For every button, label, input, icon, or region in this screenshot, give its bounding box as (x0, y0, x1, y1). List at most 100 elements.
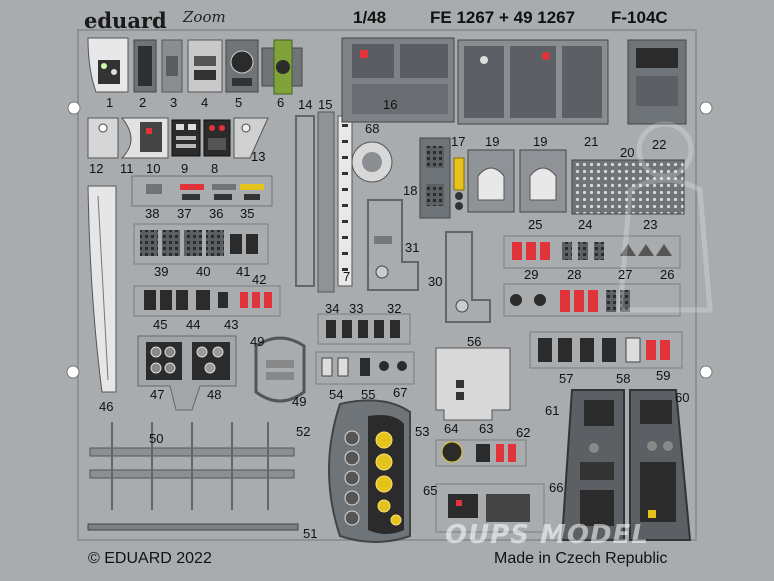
part-label: 26 (660, 267, 675, 282)
part-label: 42 (252, 272, 267, 287)
parts-54-55-67 (315, 351, 415, 385)
part-label: 25 (528, 217, 543, 232)
part-51 (87, 523, 299, 531)
part-label: 21 (584, 134, 599, 149)
part-label: 6 (277, 95, 285, 110)
part-8 (203, 119, 231, 157)
parts-19 (467, 149, 567, 213)
part-3 (161, 39, 183, 93)
part-label: 16 (383, 97, 398, 112)
part-label: 67 (393, 385, 408, 400)
watermark-figure (617, 121, 713, 313)
part-label: 55 (361, 387, 376, 402)
part-label: 62 (516, 425, 531, 440)
part-22 (627, 39, 687, 125)
part-label: 23 (643, 217, 658, 232)
parts-62-64 (435, 439, 527, 467)
part-6 (261, 39, 303, 95)
part-label: 15 (318, 97, 333, 112)
part-56 (435, 347, 511, 421)
part-31 (367, 199, 419, 291)
part-label: 4 (201, 95, 209, 110)
part-52-53-panel (328, 399, 411, 543)
part-label: 39 (154, 264, 169, 279)
part-2 (133, 39, 157, 93)
part-label: 13 (251, 149, 266, 164)
part-label: 35 (240, 206, 255, 221)
copyright-text: © EDUARD 2022 (88, 550, 212, 567)
parts-23-26 (503, 235, 681, 269)
part-label: 34 (325, 301, 340, 316)
part-12 (87, 117, 119, 159)
part-label: 32 (387, 301, 402, 316)
part-label: 56 (467, 334, 482, 349)
part-49 (254, 336, 306, 403)
part-label: 30 (428, 274, 443, 289)
part-label: 49 (292, 394, 307, 409)
series-logo-text: Zoom (183, 8, 226, 26)
origin-text: Made in Czech Republic (494, 550, 668, 567)
part-label: 18 (403, 183, 418, 198)
part-label: 9 (181, 161, 189, 176)
parts-14-15-7 (295, 111, 353, 293)
part-label: 1 (106, 95, 114, 110)
parts-17-18 (419, 137, 465, 219)
part-13 (233, 117, 269, 159)
part-68 (351, 141, 393, 183)
part-50 (89, 422, 295, 510)
part-label: 68 (365, 121, 380, 136)
part-label: 58 (616, 371, 631, 386)
parts-32-34 (317, 313, 411, 345)
parts-42-45 (133, 285, 281, 317)
part-label: 50 (149, 431, 164, 446)
part-label: 44 (186, 317, 201, 332)
parts-39-41 (133, 223, 269, 265)
part-label: 12 (89, 161, 104, 176)
part-label: 59 (656, 368, 671, 383)
part-label: 24 (578, 217, 593, 232)
part-label: 66 (549, 480, 564, 495)
part-label: 41 (236, 264, 251, 279)
scale-label: 1/48 (353, 8, 387, 27)
part-label: 54 (329, 387, 344, 402)
part-label: 60 (675, 390, 690, 405)
part-label: 36 (209, 206, 224, 221)
part-label: 48 (207, 387, 222, 402)
watermark-text: OUPS MODEL (445, 520, 649, 550)
part-label: 27 (618, 267, 633, 282)
part-1 (87, 37, 129, 93)
part-label: 5 (235, 95, 243, 110)
part-label: 19 (485, 134, 500, 149)
part-label: 45 (153, 317, 168, 332)
part-4 (187, 39, 223, 93)
part-label: 57 (559, 371, 574, 386)
part-label: 19 (533, 134, 548, 149)
brand-logo-text: eduard (84, 8, 167, 33)
part-10-11 (120, 117, 169, 159)
part-20 (571, 159, 685, 215)
part-label: 63 (479, 421, 494, 436)
part-label: 65 (423, 483, 438, 498)
parts-35-38 (131, 175, 273, 207)
part-label: 28 (567, 267, 582, 282)
product-codes: FE 1267 + 49 1267 (430, 8, 576, 27)
part-label: 46 (99, 399, 114, 414)
part-label: 51 (303, 526, 318, 541)
parts-47-48 (137, 335, 237, 411)
part-21 (457, 39, 609, 125)
part-46 (87, 185, 117, 393)
part-label: 37 (177, 206, 192, 221)
part-label: 20 (620, 145, 635, 160)
part-16 (341, 37, 455, 123)
parts-65-66 (435, 483, 545, 533)
part-label: 7 (343, 269, 351, 284)
part-label: 17 (451, 134, 466, 149)
part-label: 22 (652, 137, 667, 152)
part-label: 61 (545, 403, 560, 418)
part-30 (445, 231, 491, 323)
parts-27-29 (503, 283, 681, 317)
part-label: 40 (196, 264, 211, 279)
part-label: 64 (444, 421, 459, 436)
